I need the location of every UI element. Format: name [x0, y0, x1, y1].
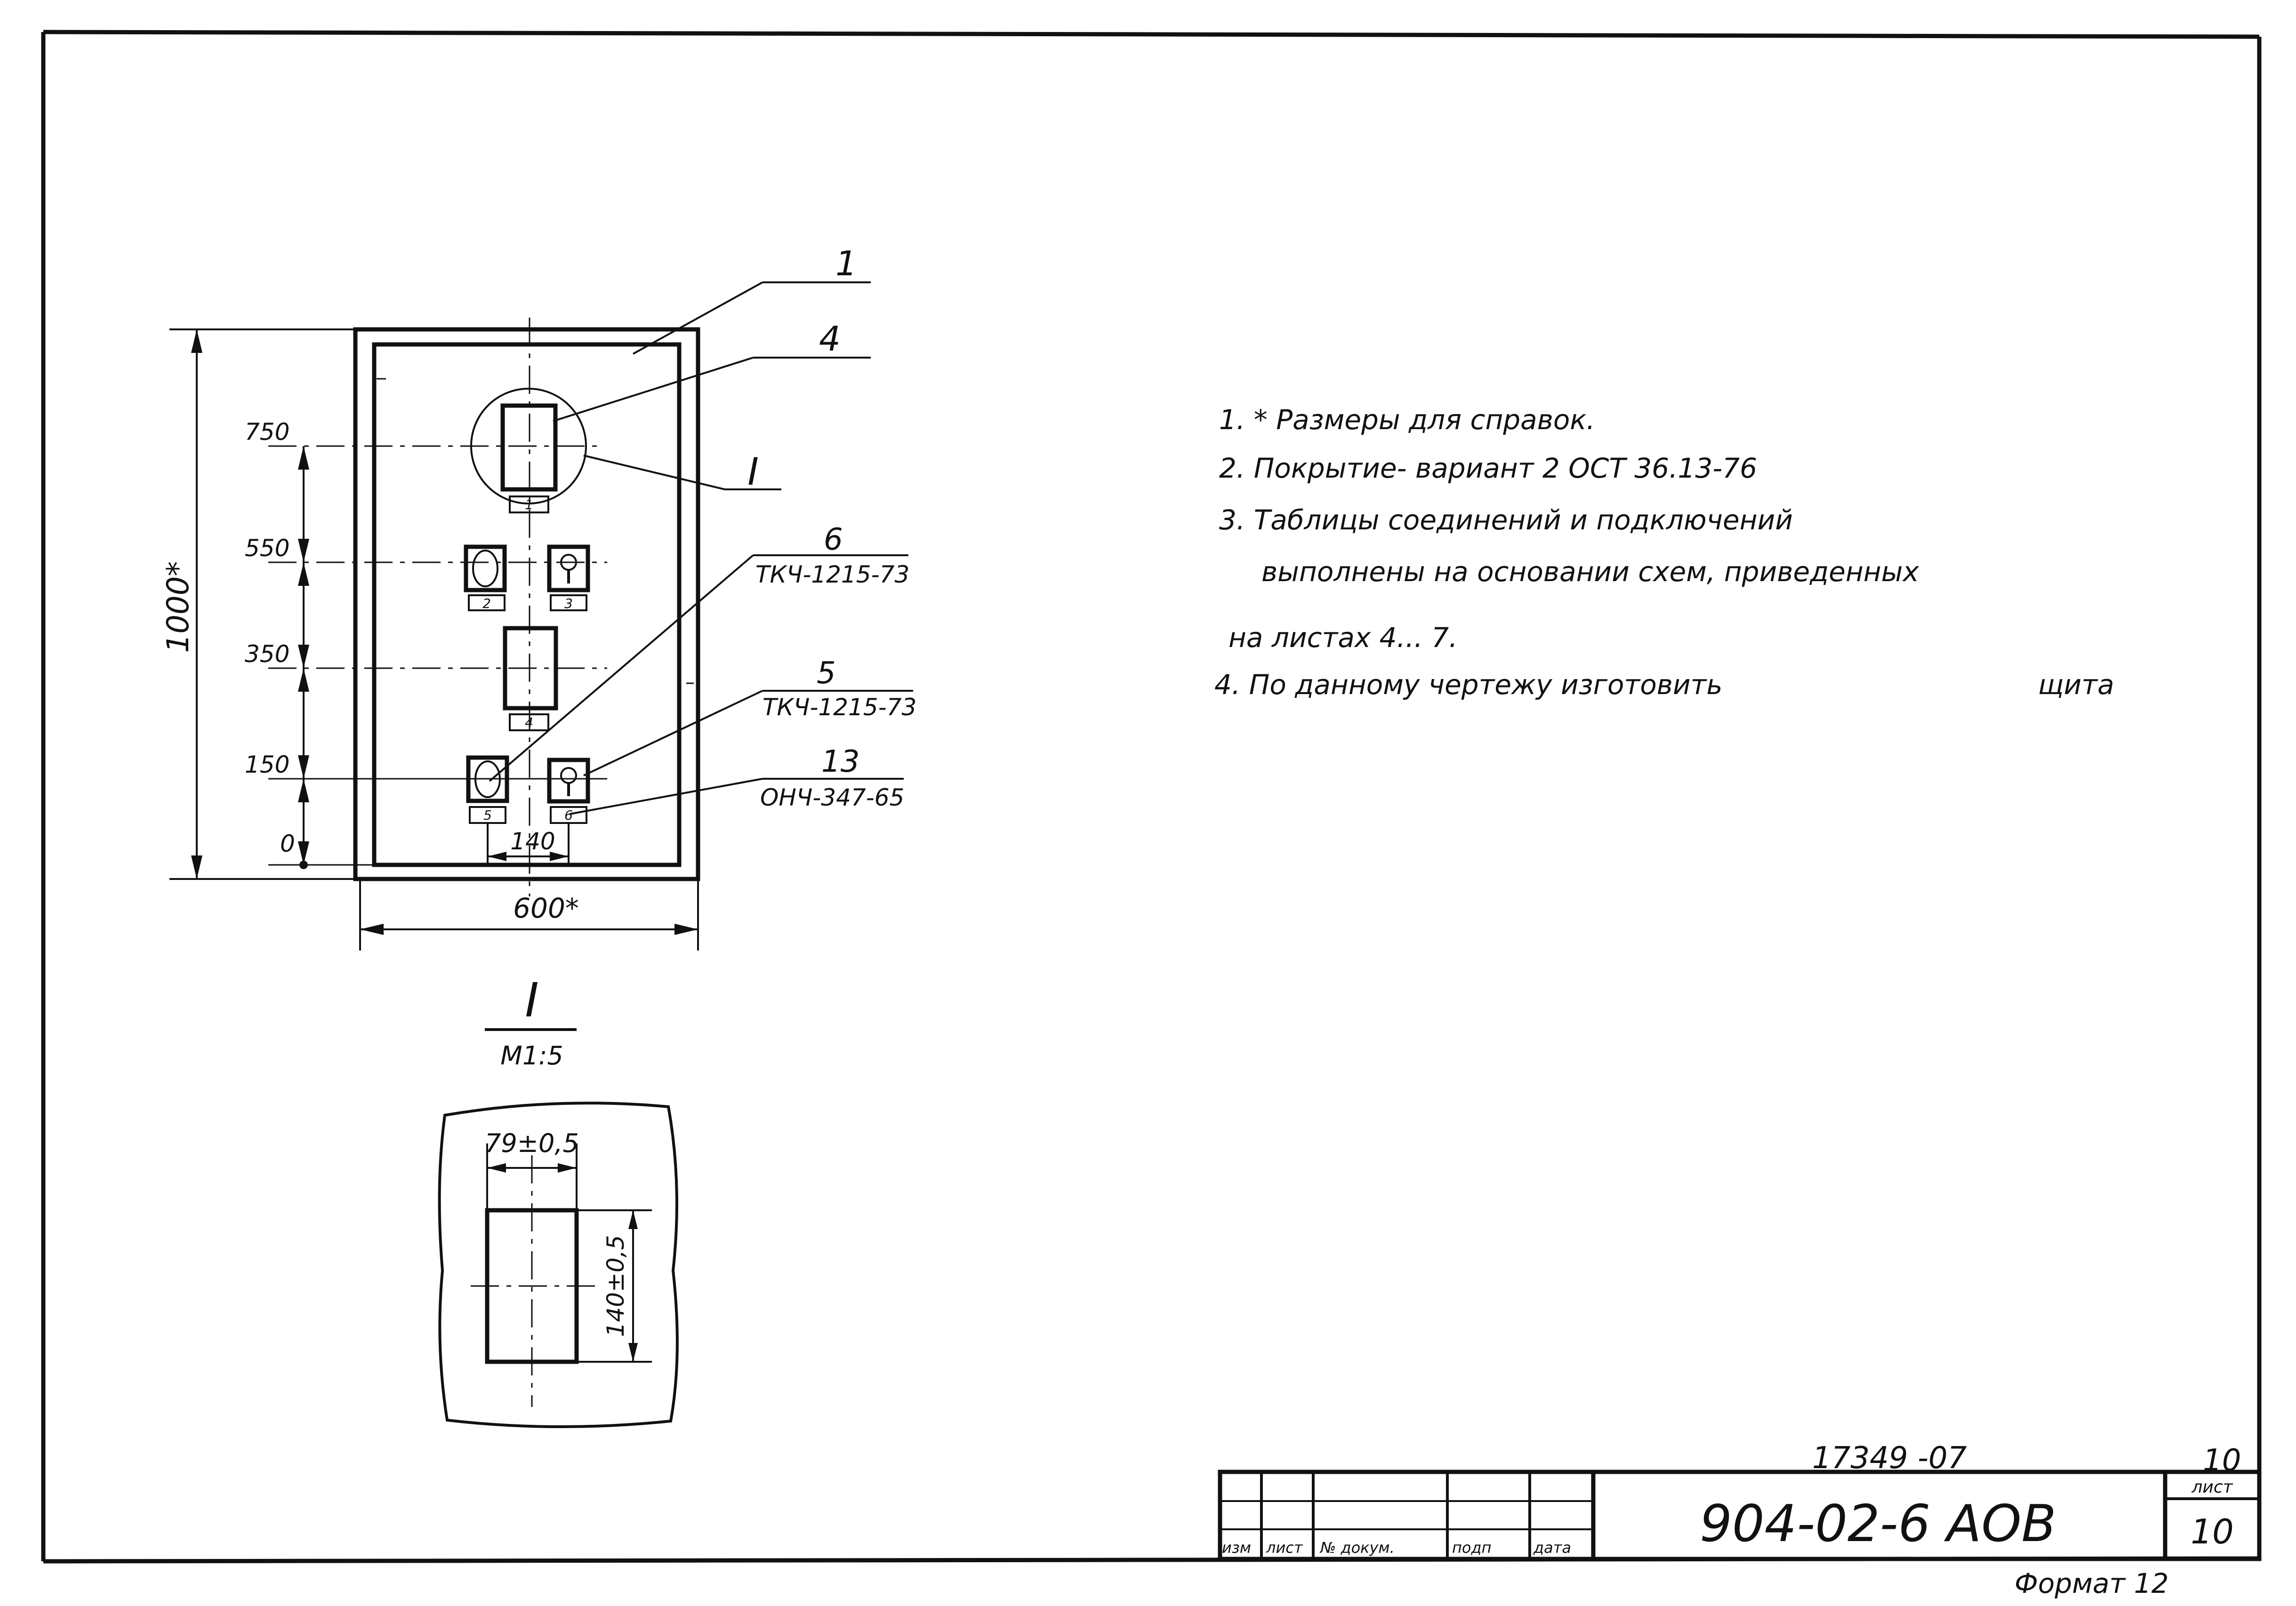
callout-detail-ref: I	[747, 450, 759, 494]
callout-6: 6	[824, 522, 843, 557]
tag-plate-6	[550, 806, 587, 824]
note-4-end: щита	[2038, 669, 2114, 701]
spacing-dimension: 140	[487, 823, 570, 866]
notes: 1. * Размеры для справок. 2. Покрытие- в…	[1214, 404, 2114, 701]
detail-height-dim: 140±0,5	[602, 1235, 629, 1337]
header-sign: подп	[1452, 1539, 1492, 1557]
tag-plate-4	[509, 713, 549, 731]
note-1: 1. * Размеры для справок.	[1219, 404, 1595, 436]
level-550: 550	[245, 535, 289, 562]
tag-plate-3	[550, 594, 587, 611]
tag-plate-5	[469, 806, 506, 824]
callout-5-spec: ТКЧ-1215-73	[763, 694, 916, 721]
tag-plate-2	[468, 594, 506, 611]
detail-title: I	[525, 973, 539, 1028]
header-doc: № докум.	[1319, 1539, 1395, 1557]
tag-plate-1	[509, 495, 549, 513]
note-3-cont-1: выполнены на основании схем, приведенных	[1261, 556, 1919, 588]
callout-6-spec: ТКЧ-1215-73	[755, 561, 909, 588]
note-4: 4. По данному чертежу изготовить	[1214, 669, 1723, 701]
callout-4: 4	[819, 319, 841, 359]
panel-outline-outer	[353, 327, 700, 881]
callout-13: 13	[821, 744, 859, 779]
level-dimension-chain: 750 550 350 150 0	[245, 418, 309, 869]
width-dimension: 600*	[359, 879, 699, 951]
note-3-cont-2: на листах 4... 7.	[1228, 622, 1458, 654]
width-dim-label: 600*	[513, 892, 579, 924]
sheet-label: лист	[2191, 1478, 2233, 1497]
height-dim-label: 1000*	[161, 561, 196, 653]
document-code: 904-02-6 АОВ	[1700, 1494, 2056, 1553]
instrument-1	[500, 403, 558, 492]
callout-5: 5	[817, 656, 836, 691]
level-150: 150	[245, 751, 289, 778]
format-label: Формат 12	[2015, 1567, 2169, 1599]
callouts: 1 4 I 6 ТКЧ-1215-73 5 ТКЧ-1215-73 13 ОНЧ…	[489, 244, 916, 815]
switch-2	[464, 544, 507, 592]
tag-5: 5	[483, 807, 492, 823]
level-0: 0	[280, 830, 295, 857]
tag-3: 3	[564, 596, 573, 611]
tag-6: 6	[564, 807, 573, 823]
level-750: 750	[245, 418, 289, 446]
tag-4: 4	[525, 715, 533, 730]
sheet-frame	[41, 30, 2262, 1564]
detail-scale: М1:5	[500, 1041, 563, 1071]
indicator-3	[547, 544, 590, 592]
detail-width-dim: 79±0,5	[485, 1128, 579, 1158]
callout-13-spec: ОНЧ-347-65	[760, 784, 904, 811]
title-block: 17349 -07 10 изм лист № докум. подп дата…	[1218, 1441, 2262, 1599]
instrument-4	[503, 626, 558, 711]
tag-2: 2	[482, 596, 491, 611]
height-dimension: 1000*	[161, 328, 355, 880]
sheet-number: 10	[2191, 1512, 2234, 1551]
spacing-dim-label: 140	[510, 828, 555, 855]
indicator-6	[547, 758, 590, 804]
header-list: лист	[1266, 1539, 1303, 1557]
note-3: 3. Таблицы соединений и подключений	[1219, 504, 1793, 536]
header-date: дата	[1533, 1539, 1571, 1557]
tag-plate-labels: 1 2 3 4 5 6	[482, 497, 573, 823]
note-2: 2. Покрытие- вариант 2 ОСТ 36.13-76	[1219, 452, 1757, 484]
panel-front-view	[268, 318, 700, 896]
tag-1: 1	[525, 497, 533, 512]
detail-break-outline	[438, 1102, 679, 1428]
panel-outline-inner	[372, 342, 682, 867]
level-350: 350	[245, 640, 289, 668]
header-izm: изм	[1222, 1539, 1251, 1557]
callout-1: 1	[835, 244, 857, 283]
detail-view: I М1:5 79±0,5 140±0,5	[438, 973, 679, 1428]
